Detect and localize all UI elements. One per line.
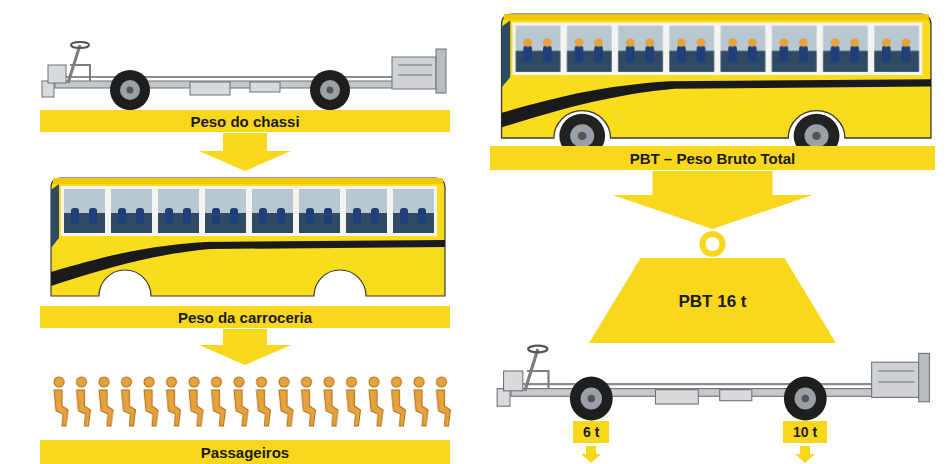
label-text: PBT – Peso Bruto Total xyxy=(630,150,796,167)
flow-arrow xyxy=(199,329,291,365)
load-tag: 10 t xyxy=(783,421,827,443)
label-text: Passageiros xyxy=(201,444,289,461)
weight-label: PBT 16 t xyxy=(585,258,840,345)
load-tag: 6 t xyxy=(573,421,609,443)
panel-node: Passageiros xyxy=(40,366,450,464)
flow-arrow xyxy=(613,171,813,229)
weight-shape xyxy=(585,230,840,345)
panel-node: Peso da carroceria xyxy=(40,172,450,328)
panel-node: PBT – Peso Bruto Total xyxy=(490,8,935,170)
label-text: 6 t xyxy=(583,424,599,440)
title-band: Peso da carroceria xyxy=(40,306,450,328)
label-text: Peso da carroceria xyxy=(178,309,312,326)
title-band: Passageiros xyxy=(40,440,450,464)
label-text: 10 t xyxy=(793,424,817,440)
label-text: Peso do chassi xyxy=(190,113,299,130)
title-band: Peso do chassi xyxy=(40,110,450,132)
title-band: PBT – Peso Bruto Total xyxy=(490,146,935,170)
label-text: PBT 16 t xyxy=(678,292,746,312)
panel-node: Peso do chassi xyxy=(40,30,450,132)
weight-block: PBT 16 t xyxy=(585,230,840,345)
flow-arrow xyxy=(199,133,291,171)
